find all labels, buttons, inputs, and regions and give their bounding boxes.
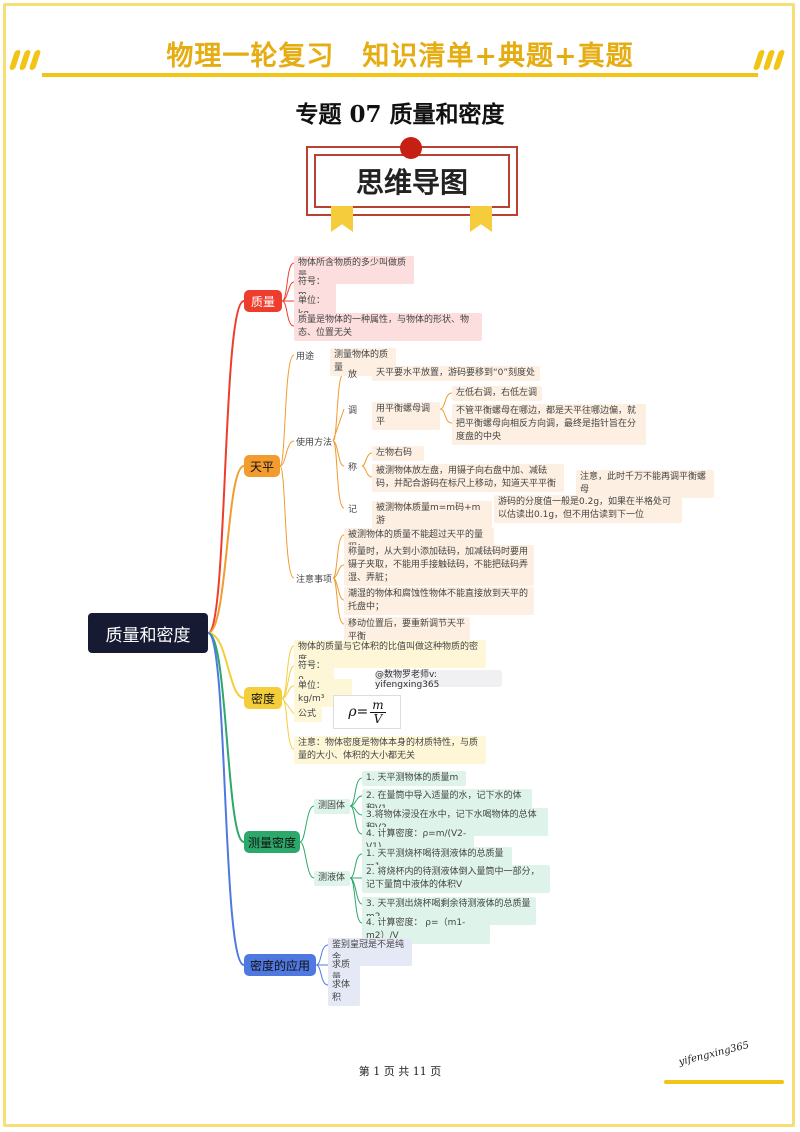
balance-weigh-rule: 左物右码 xyxy=(372,446,424,461)
branch-density: 密度 xyxy=(244,687,282,709)
branch-application: 密度的应用 xyxy=(244,954,316,976)
balance-method-label: 使用方法 xyxy=(296,438,333,448)
liquid-step: 2. 将烧杯内的待测液体倒入量筒中一部分，记下量筒中液体的体积V xyxy=(362,865,550,893)
banner-pin xyxy=(400,137,422,159)
measure-liquid-label: 测液体 xyxy=(314,871,350,886)
balance-use-label: 用途 xyxy=(296,352,315,362)
balance-record-note: 游码的分度值一般是0.2g，如果在半格处可以估读出0.1g，但不用估读到下一位 xyxy=(494,495,682,523)
balance-weigh-label: 称 xyxy=(348,463,358,473)
balance-notes-label: 注意事项 xyxy=(296,575,333,585)
density-note: 注意：物体密度是物体本身的材质特性，与质量的大小、体积的大小都无关 xyxy=(294,736,486,764)
header-underline xyxy=(42,73,758,77)
branch-balance: 天平 xyxy=(244,455,280,477)
banner-ribbon-right xyxy=(470,206,492,232)
signature-underline xyxy=(664,1080,784,1084)
balance-adjust-note: 不管平衡螺母在哪边，都是天平往哪边偏，就把平衡螺母向相反方向调，最终是指针旨在分… xyxy=(452,404,646,445)
formula-fraction: m V xyxy=(370,697,386,726)
balance-weigh-note: 注意，此时千万不能再调平衡螺母 xyxy=(576,470,714,498)
balance-adjust-rule: 左低右调，右低左调 xyxy=(452,386,542,401)
solid-step: 1. 天平测物体的质量m xyxy=(362,771,466,786)
balance-weigh-value: 被测物体放左盘，用镊子向右盘中加、减砝码，并配合游码在标尺上移动，知道天平平衡 xyxy=(372,464,564,492)
mindmap-root: 质量和密度 xyxy=(88,613,208,653)
balance-adjust-label: 调 xyxy=(348,406,358,416)
page-header-title: 物理一轮复习 知识清单+典题+真题 xyxy=(166,41,634,72)
page-number: 第 1 页 共 11 页 xyxy=(358,1065,442,1078)
application-item: 求体积 xyxy=(328,978,360,1006)
watermark: @数物罗老师v: yifengxing365 xyxy=(375,670,502,690)
branch-mass: 质量 xyxy=(244,290,282,312)
balance-record-label: 记 xyxy=(348,505,358,515)
balance-place-label: 放 xyxy=(348,370,358,380)
page-title: 专题 07 质量和密度 xyxy=(295,101,505,128)
application-item: 鉴别皇冠是不是纯金 xyxy=(328,938,412,966)
balance-note-item: 潮湿的物体和腐蚀性物体不能直接放到天平的托盘中； xyxy=(344,587,534,615)
density-formula: ρ= m V xyxy=(333,695,401,729)
banner-ribbon-left xyxy=(331,206,353,232)
formula-denominator: V xyxy=(373,711,383,726)
balance-note-item: 称量时，从大到小添加砝码，加减砝码时要用镊子夹取，不能用手接触砝码，不能把砝码弄… xyxy=(344,545,534,586)
formula-numerator: m xyxy=(370,697,386,713)
formula-lhs: ρ= xyxy=(348,704,369,720)
balance-adjust-value: 用平衡螺母调平 xyxy=(372,402,440,430)
balance-place-value: 天平要水平放置，游码要移到“0”刻度处 xyxy=(372,366,540,381)
page-border xyxy=(3,3,795,1127)
density-formula-label: 公式 xyxy=(294,707,322,722)
balance-record-value: 被测物体质量m=m码+m游 xyxy=(372,501,492,529)
mass-property: 质量是物体的一种属性，与物体的形状、物态、位置无关 xyxy=(294,313,482,341)
measure-solid-label: 测固体 xyxy=(314,799,350,814)
branch-measure-density: 测量密度 xyxy=(244,831,300,853)
